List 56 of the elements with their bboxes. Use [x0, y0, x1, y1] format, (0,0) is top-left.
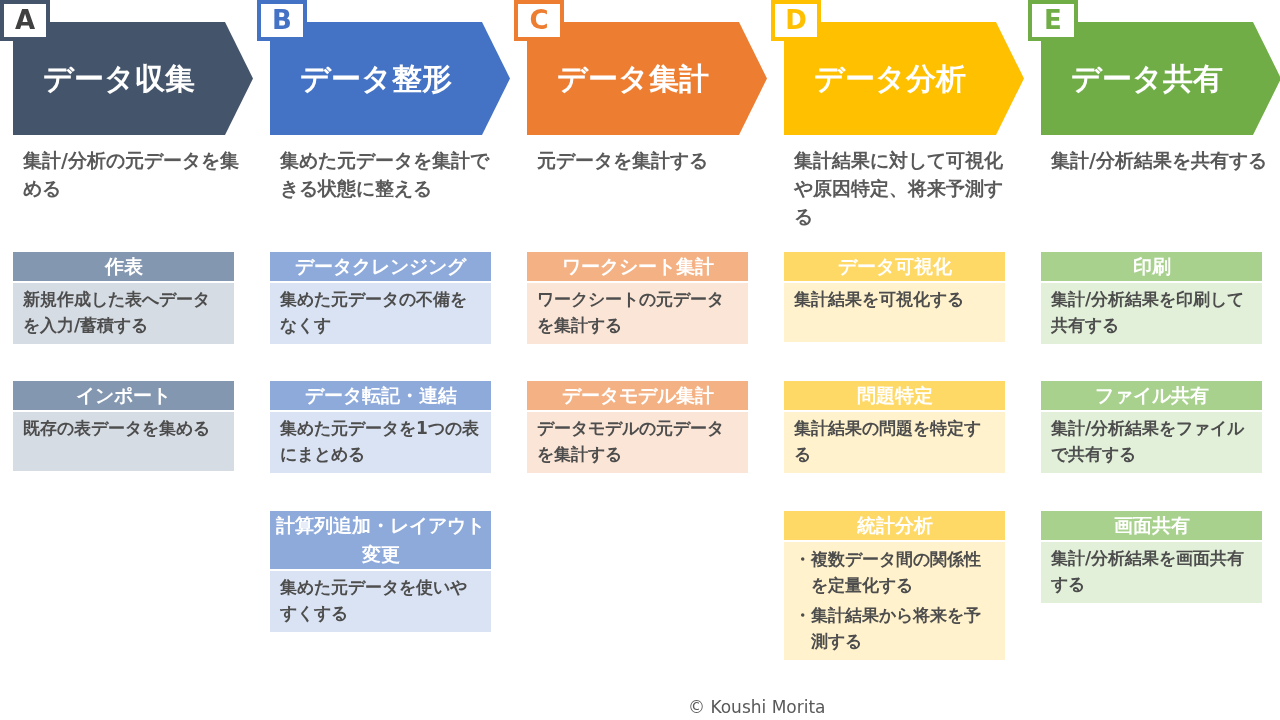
card-header: 画面共有 [1041, 511, 1262, 542]
step-letter-tag: D [771, 0, 821, 41]
step-letter-tag: B [257, 0, 307, 41]
card-header: データ可視化 [784, 252, 1005, 283]
step-letter-tag: E [1028, 0, 1078, 41]
step-title: データ集計 [557, 59, 709, 98]
info-card [13, 381, 234, 471]
info-card [784, 381, 1005, 473]
card-text: 集計/分析結果を印刷して共有する [1051, 288, 1246, 337]
step-title: データ共有 [1071, 59, 1223, 98]
step-title: データ整形 [300, 59, 452, 98]
info-card [270, 381, 491, 473]
card-text: 集計結果を可視化する [794, 288, 965, 311]
card-header: ワークシート集計 [527, 252, 748, 283]
info-card [1041, 511, 1262, 603]
card-header: 印刷 [1041, 252, 1262, 283]
info-card [527, 252, 748, 344]
card-text: 既存の表データを集める [23, 417, 211, 440]
step-description: 元データを集計する [537, 148, 709, 173]
info-card [527, 381, 748, 473]
info-card [1041, 381, 1262, 473]
card-text: ワークシートの元データを集計する [537, 288, 725, 337]
card-header: 統計分析 [784, 511, 1005, 542]
card-text: ・集計結果から将来を予測する [794, 604, 982, 653]
card-text: 集めた元データを1つの表にまとめる [280, 417, 480, 466]
step-title: データ分析 [814, 59, 966, 98]
card-text: 新規作成した表へデータを入力/蓄積する [23, 288, 211, 337]
info-card [270, 252, 491, 344]
card-text: ・複数データ間の関係性を定量化する [794, 548, 982, 597]
card-text: 集めた元データの不備をなくす [280, 288, 468, 337]
info-card [270, 511, 491, 632]
card-header: データクレンジング [270, 252, 491, 283]
info-card [1041, 252, 1262, 344]
copyright-note: © Koushi Morita [688, 696, 826, 718]
card-header: 計算列追加・レイアウト変更 [270, 511, 491, 571]
step-title: データ収集 [43, 59, 195, 98]
card-header: データモデル集計 [527, 381, 748, 412]
info-card [784, 252, 1005, 342]
card-header: ファイル共有 [1041, 381, 1262, 412]
step-description: 集計結果に対して可視化や原因特定、将来予測する [794, 148, 1004, 229]
step-description: 集計/分析結果を共有する [1051, 148, 1268, 173]
card-header: インポート [13, 381, 234, 412]
card-header: データ転記・連結 [270, 381, 491, 412]
card-text: 集めた元データを使いやすくする [280, 576, 468, 625]
step-letter-tag: A [0, 0, 50, 41]
step-description: 集計/分析の元データを集める [23, 148, 240, 201]
card-text: 集計/分析結果をファイルで共有する [1051, 417, 1246, 466]
info-card [13, 252, 234, 344]
card-header: 問題特定 [784, 381, 1005, 412]
card-text: 集計結果の問題を特定する [794, 417, 982, 466]
step-description: 集めた元データを集計できる状態に整える [280, 148, 491, 201]
step-letter-tag: C [514, 0, 564, 41]
card-text: 集計/分析結果を画面共有する [1051, 547, 1246, 596]
info-card [784, 511, 1005, 660]
card-header: 作表 [13, 252, 234, 283]
card-text: データモデルの元データを集計する [537, 417, 725, 466]
